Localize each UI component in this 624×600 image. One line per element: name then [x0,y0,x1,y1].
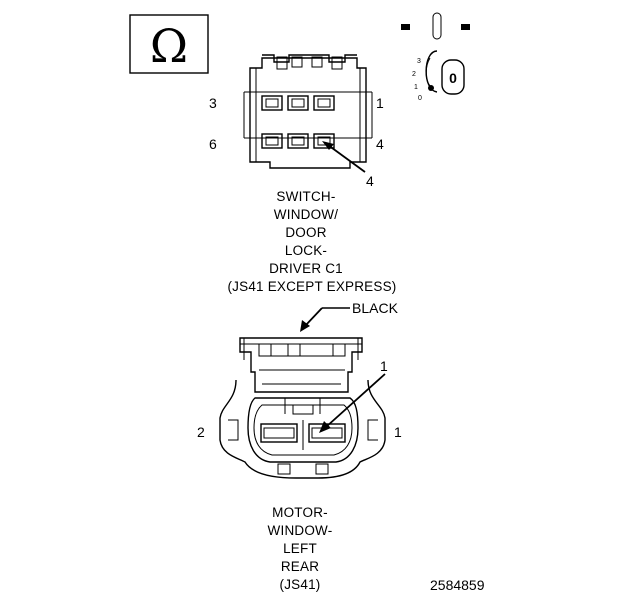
callout-label-1: 1 [380,358,388,374]
pin-label-2: 2 [197,424,205,440]
color-label-black: BLACK [352,300,399,316]
pin-label-3: 3 [209,95,217,111]
callout-arrow-black [300,307,350,332]
title-line: WINDOW/ [274,207,338,222]
connector-motor-title: MOTOR- WINDOW- LEFT REAR (JS41) [268,505,333,592]
pin-label-6: 6 [209,136,217,152]
title-line: DRIVER C1 [269,261,343,276]
connector-switch-title: SWITCH- WINDOW/ DOOR LOCK- DRIVER C1 (JS… [227,189,396,294]
title-line: DOOR [285,225,326,240]
connector-switch-window [243,54,373,169]
title-line: WINDOW- [268,523,333,538]
ignition-pos-2: 2 [412,71,416,78]
omega-glyph: Ω [150,19,188,73]
pin-label-4: 4 [376,136,384,152]
title-line: (JS41 EXCEPT EXPRESS) [227,279,396,294]
ohm-meter-icon: Ω [129,14,209,74]
ignition-key-label: 0 [449,70,457,86]
callout-label-4: 4 [366,173,374,189]
pin-label-1: 1 [394,424,402,440]
title-line: REAR [281,559,319,574]
title-line: SWITCH- [276,189,335,204]
ignition-key-icon: 0 3 2 1 0 [401,12,470,102]
ignition-pos-3: 3 [417,58,421,65]
callout-arrow-pin1 [319,373,386,433]
connector-motor-window [219,337,386,479]
ignition-pos-0: 0 [418,95,422,102]
callout-arrow-pin4 [322,141,366,173]
ignition-pos-1: 1 [414,84,418,91]
title-line: (JS41) [280,577,321,592]
title-line: LOCK- [285,243,327,258]
pin-label-1: 1 [376,95,384,111]
title-line: LEFT [283,541,317,556]
title-line: MOTOR- [272,505,328,520]
figure-number: 2584859 [430,577,485,593]
